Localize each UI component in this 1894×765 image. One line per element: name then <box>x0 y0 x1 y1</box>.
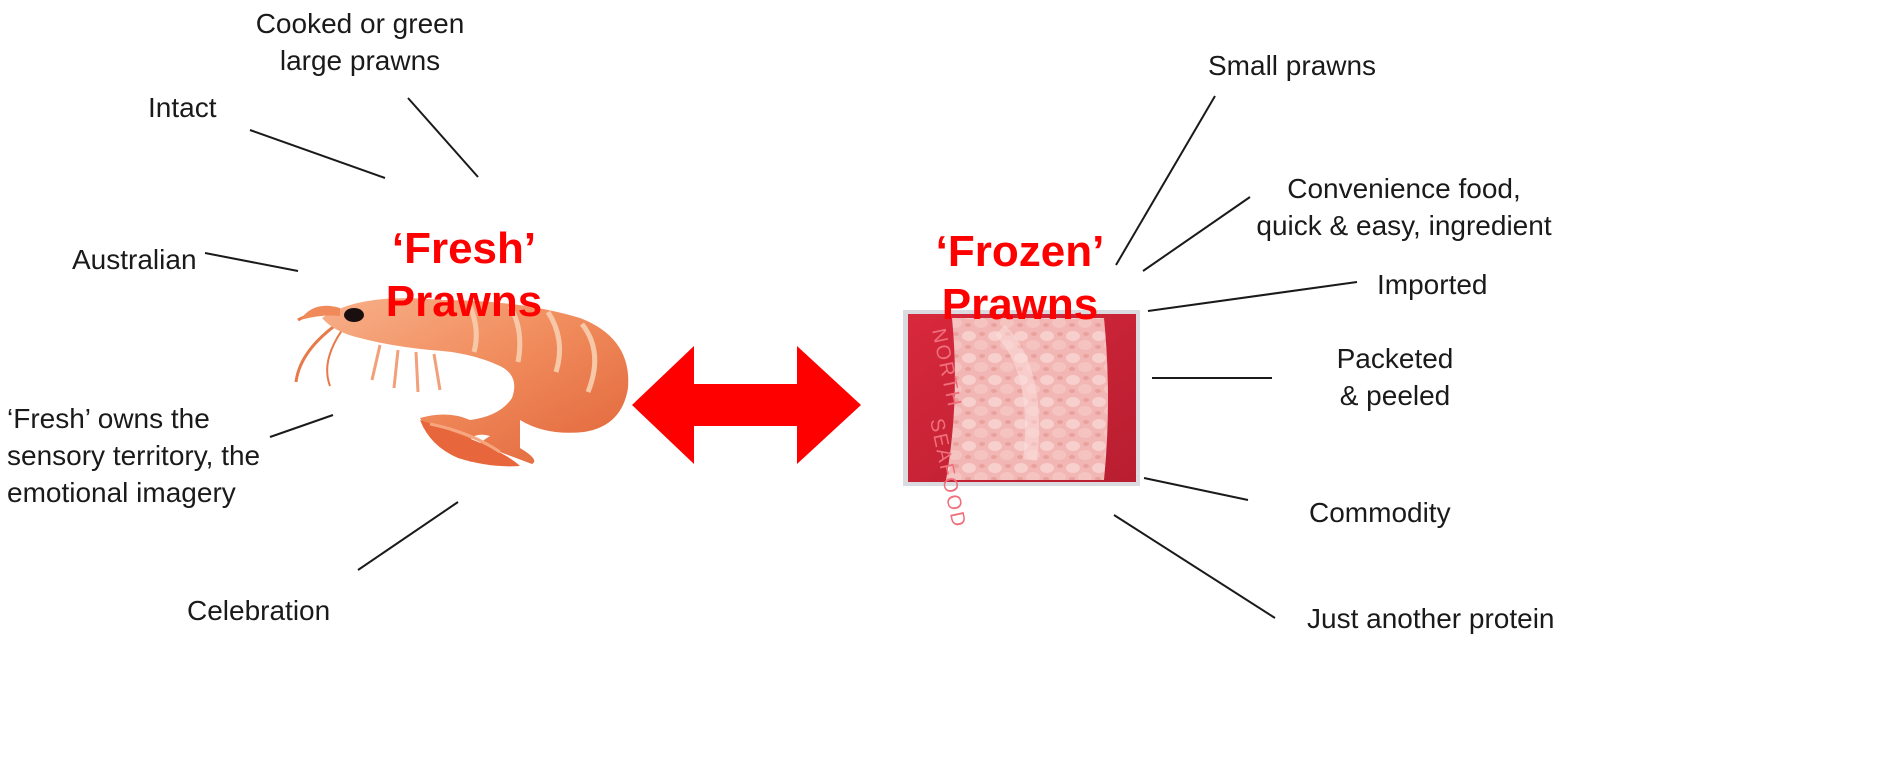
fresh-heading: ‘Fresh’ Prawns <box>372 222 556 328</box>
leader-sensory <box>270 415 333 437</box>
frozen-heading-line1: ‘Frozen’ <box>930 225 1110 278</box>
label-intact: Intact <box>148 89 216 126</box>
leader-small-prawns <box>1116 96 1215 265</box>
leader-cooked-green <box>408 98 478 177</box>
leader-imported <box>1148 282 1357 311</box>
frozen-heading: ‘Frozen’ Prawns <box>930 225 1110 331</box>
double-headed-arrow-icon <box>632 346 861 464</box>
label-celebration: Celebration <box>187 592 330 629</box>
leader-intact <box>250 130 385 178</box>
label-sensory: ‘Fresh’ owns the sensory territory, the … <box>7 400 260 511</box>
leader-convenience <box>1143 197 1250 271</box>
fresh-heading-line2: Prawns <box>372 275 556 328</box>
leader-protein <box>1114 515 1275 618</box>
label-packeted: Packeted & peeled <box>1320 340 1470 414</box>
label-commodity: Commodity <box>1309 494 1451 531</box>
label-convenience: Convenience food, quick & easy, ingredie… <box>1244 170 1564 244</box>
label-imported: Imported <box>1377 266 1488 303</box>
frozen-prawn-packet-image: NORTH SEAFOOD <box>903 310 1140 530</box>
label-australian: Australian <box>72 241 197 278</box>
frozen-heading-line2: Prawns <box>930 278 1110 331</box>
leader-commodity <box>1144 478 1248 500</box>
leader-celebration <box>358 502 458 570</box>
label-protein: Just another protein <box>1307 600 1555 637</box>
leader-australian <box>205 253 298 271</box>
label-small-prawns: Small prawns <box>1208 47 1376 84</box>
fresh-heading-line1: ‘Fresh’ <box>372 222 556 275</box>
label-cooked-green: Cooked or green large prawns <box>240 5 480 79</box>
